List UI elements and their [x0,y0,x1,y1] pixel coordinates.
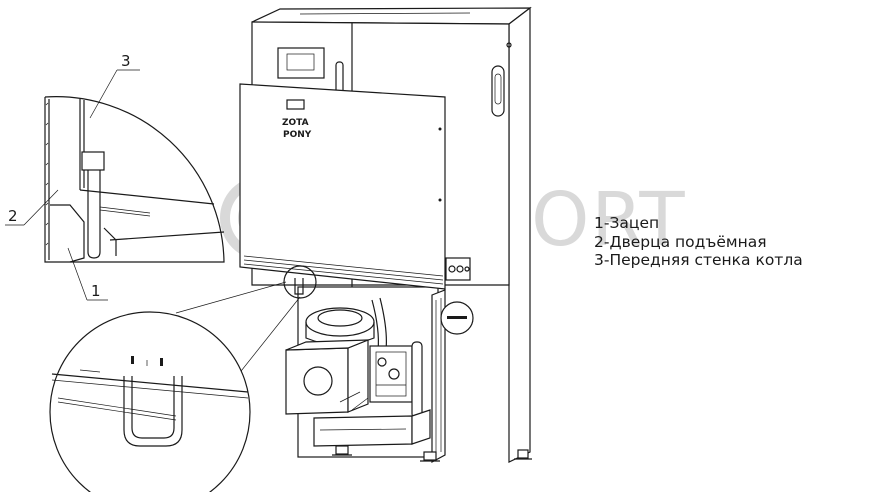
lifting-door: ZOTA PONY [239,83,446,290]
callout-3: 3 [121,52,131,70]
legend-item-3: 3-Передняя стенка котла [594,251,803,269]
hook-highlight [283,265,317,299]
boiler-feet [332,445,532,462]
brand-label: ZOTA [282,118,309,128]
burner-assembly [285,297,431,447]
legend-item-2: 2-Дверца подъёмная [594,232,767,251]
callout-leaders [5,69,140,301]
legend: 1-Зацеп 2-Дверца подъёмная 3-Передняя ст… [594,214,803,270]
model-label: PONY [283,130,312,140]
detail-circle-bottom [49,281,301,492]
detail-sector-top [44,96,225,263]
callout-1: 1 [91,282,101,300]
legend-item-1: 1-Зацеп [594,214,660,232]
callout-2: 2 [8,207,18,225]
